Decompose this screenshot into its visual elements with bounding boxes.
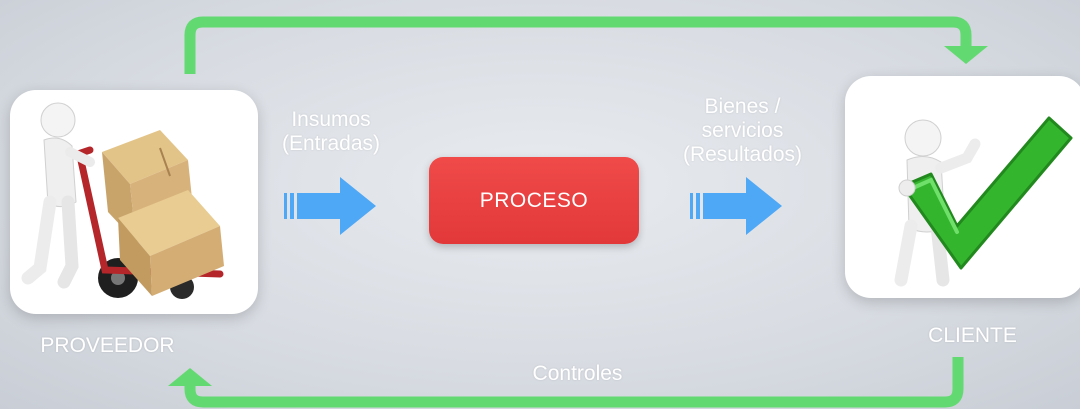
inputs-label-line1: Insumos — [291, 108, 371, 131]
outputs-label-line3: (Resultados) — [682, 143, 803, 166]
outputs-label-line2: servicios — [701, 119, 784, 142]
feedback-label: Controles — [532, 362, 623, 385]
inputs-label-line2: (Entradas) — [281, 132, 381, 155]
supplier-card — [10, 90, 258, 314]
outputs-arrow-icon — [690, 177, 782, 235]
client-card — [845, 76, 1080, 298]
person-with-hand-truck-icon — [21, 102, 224, 299]
bottom-feedback-arrow — [168, 357, 964, 408]
person-with-checkmark-icon — [894, 116, 1073, 287]
outputs-label-line1: Bienes / — [704, 95, 781, 118]
outputs-label: Bienes / servicios (Resultados) — [670, 95, 815, 167]
client-label: CLIENTE — [928, 324, 1017, 347]
top-feedback-arrow — [184, 16, 988, 74]
inputs-arrow-icon — [284, 177, 376, 235]
supplier-label: PROVEEDOR — [40, 334, 175, 357]
inputs-label: Insumos (Entradas) — [266, 108, 396, 156]
process-box: PROCESO — [429, 157, 639, 244]
